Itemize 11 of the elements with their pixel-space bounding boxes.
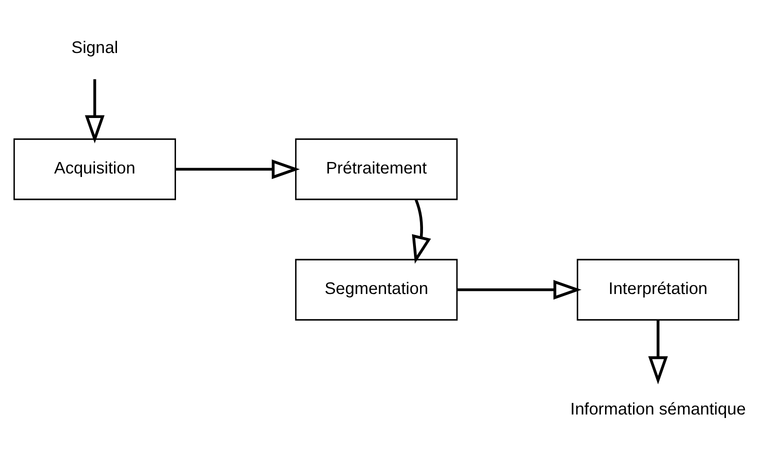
node-box: Segmentation — [295, 258, 458, 320]
node-text: Information sémantique — [570, 399, 746, 418]
node-text: Signal — [71, 38, 118, 57]
node-box: Interprétation — [576, 258, 740, 320]
node-box: Prétraitement — [295, 138, 458, 200]
arrow — [648, 320, 668, 384]
arrow — [84, 78, 105, 143]
arrow — [457, 279, 582, 300]
node-box: Acquisition — [13, 138, 176, 200]
arrow — [176, 158, 300, 179]
arrow — [412, 198, 432, 264]
